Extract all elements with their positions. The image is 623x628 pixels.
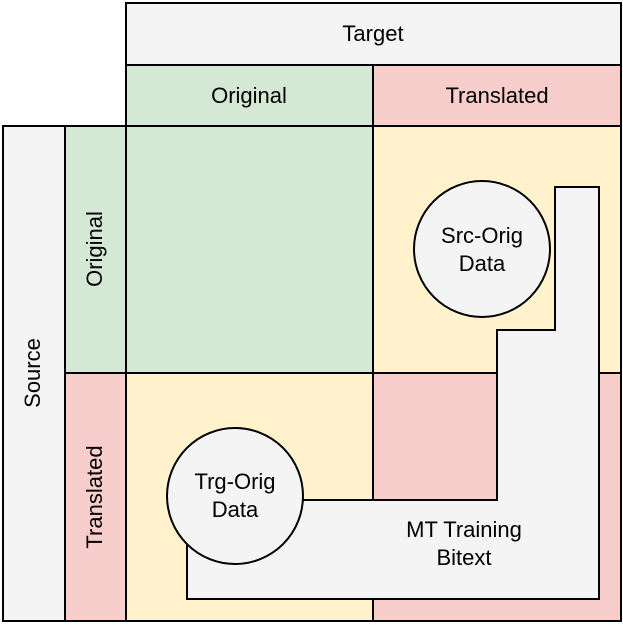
src-orig-label-line2: Data <box>459 251 506 276</box>
trg-orig-label-line1: Trg-Orig <box>194 469 275 494</box>
header-translated-label: Translated <box>445 83 548 108</box>
side-translated-cell <box>64 372 127 622</box>
mt-bitext-label-line1: MT Training <box>406 517 522 542</box>
side-original-label: Original <box>82 211 107 287</box>
header-target-cell <box>125 2 622 66</box>
src-orig-data-circle <box>413 180 551 318</box>
trg-orig-label-line2: Data <box>212 497 259 522</box>
side-translated-label: Translated <box>82 445 107 548</box>
trg-orig-data-circle <box>166 427 304 565</box>
src-orig-label-line1: Src-Orig <box>441 223 523 248</box>
cell-orig-orig <box>125 125 374 374</box>
header-translated-cell <box>372 64 622 127</box>
header-original-cell <box>125 64 374 127</box>
mt-bitext-label-line2: Bitext <box>436 545 491 570</box>
header-original-label: Original <box>211 83 287 108</box>
header-target-label: Target <box>342 21 403 46</box>
side-original-cell <box>64 125 127 374</box>
side-source-cell <box>2 125 66 622</box>
side-source-label: Source <box>20 338 45 408</box>
